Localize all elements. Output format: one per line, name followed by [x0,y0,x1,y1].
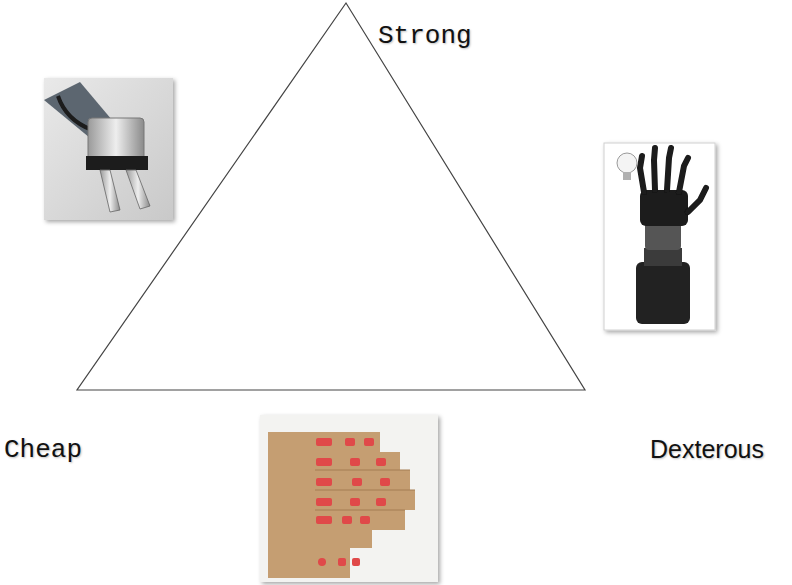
axis-label: Strong [378,22,472,51]
cardboard-hand-photo [260,415,438,582]
axis-label: Dexterous [650,436,764,464]
axis-label: Cheap [4,436,82,465]
robot-hand-photo [604,143,715,330]
gripper-photo [44,78,173,220]
